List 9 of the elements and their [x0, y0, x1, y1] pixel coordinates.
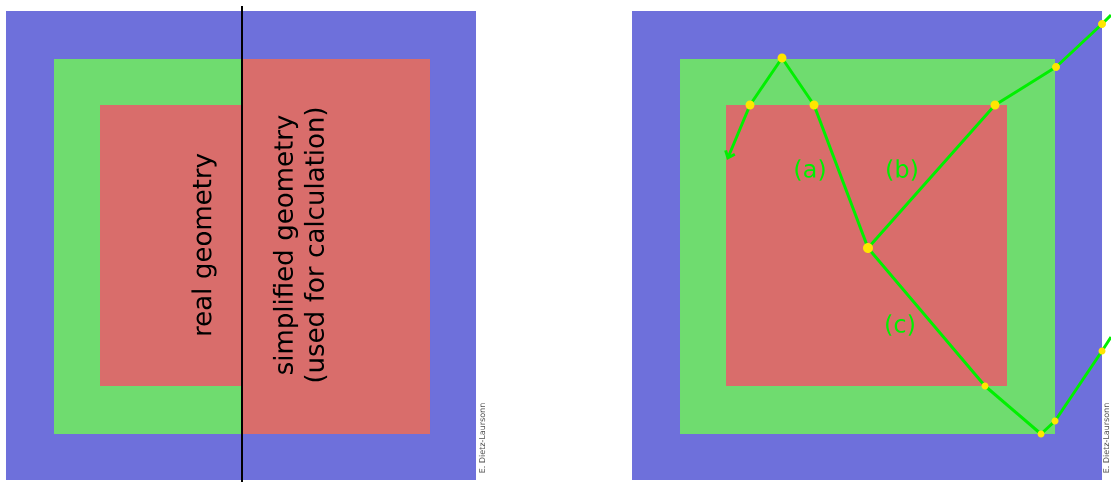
geometry-region: real geometry	[100, 105, 242, 386]
ray-label: (c)	[886, 314, 914, 336]
node-label: simplified geometry (used for calculation)	[272, 108, 328, 382]
geometry-region: simplified geometry (used for calculation)	[242, 59, 430, 434]
ray-label: (b)	[887, 159, 917, 181]
ray-label: (a)	[795, 159, 825, 181]
author-credit: E. Dietz-Laursonn	[1102, 403, 1110, 473]
node-label: real geometry	[191, 153, 217, 335]
author-credit: E. Dietz-Laursonn	[478, 403, 486, 473]
